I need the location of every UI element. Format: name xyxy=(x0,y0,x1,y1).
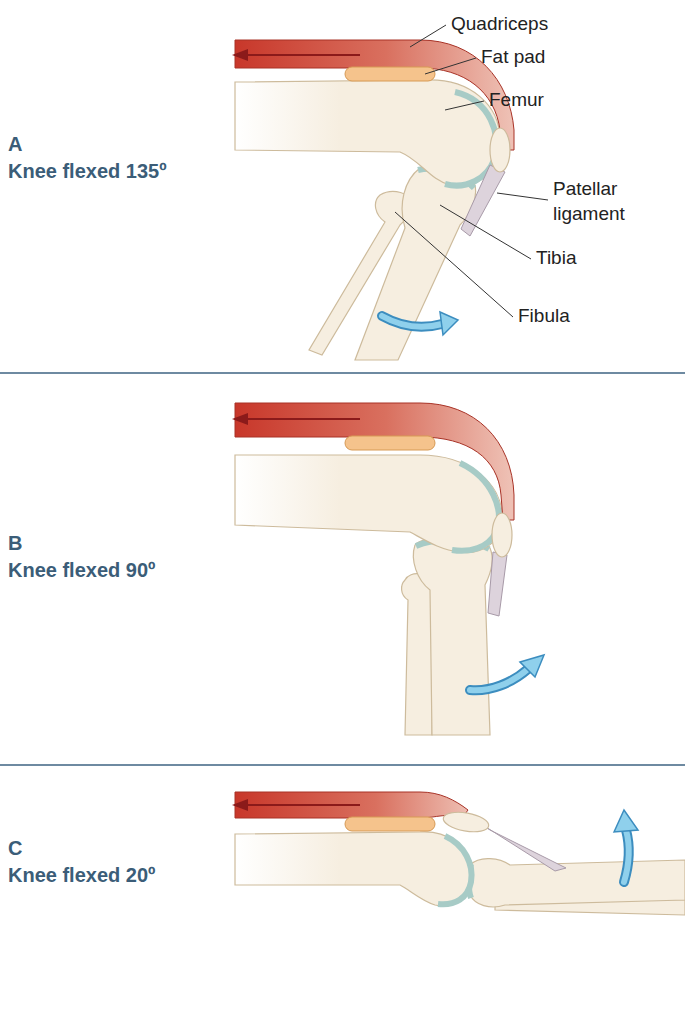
part-label: Fibula xyxy=(518,304,570,329)
panel-title: Knee flexed 135º xyxy=(8,158,167,184)
separator xyxy=(0,764,685,766)
leader-lines xyxy=(395,25,548,317)
panel-letter: B xyxy=(8,530,22,556)
part-label: Femur xyxy=(489,88,544,113)
part-label: Tibia xyxy=(536,246,576,271)
panel-title: Knee flexed 20º xyxy=(8,862,155,888)
knee-135 xyxy=(232,40,514,360)
knee-20 xyxy=(232,792,685,915)
panel-title: Knee flexed 90º xyxy=(8,557,155,583)
panel-letter: C xyxy=(8,835,22,861)
part-label: Quadriceps xyxy=(451,12,548,37)
panel-letter: A xyxy=(8,131,22,157)
knee-90 xyxy=(232,403,544,735)
part-label: Fat pad xyxy=(481,45,545,70)
separator xyxy=(0,372,685,374)
part-label: Patellar ligament xyxy=(553,177,665,226)
